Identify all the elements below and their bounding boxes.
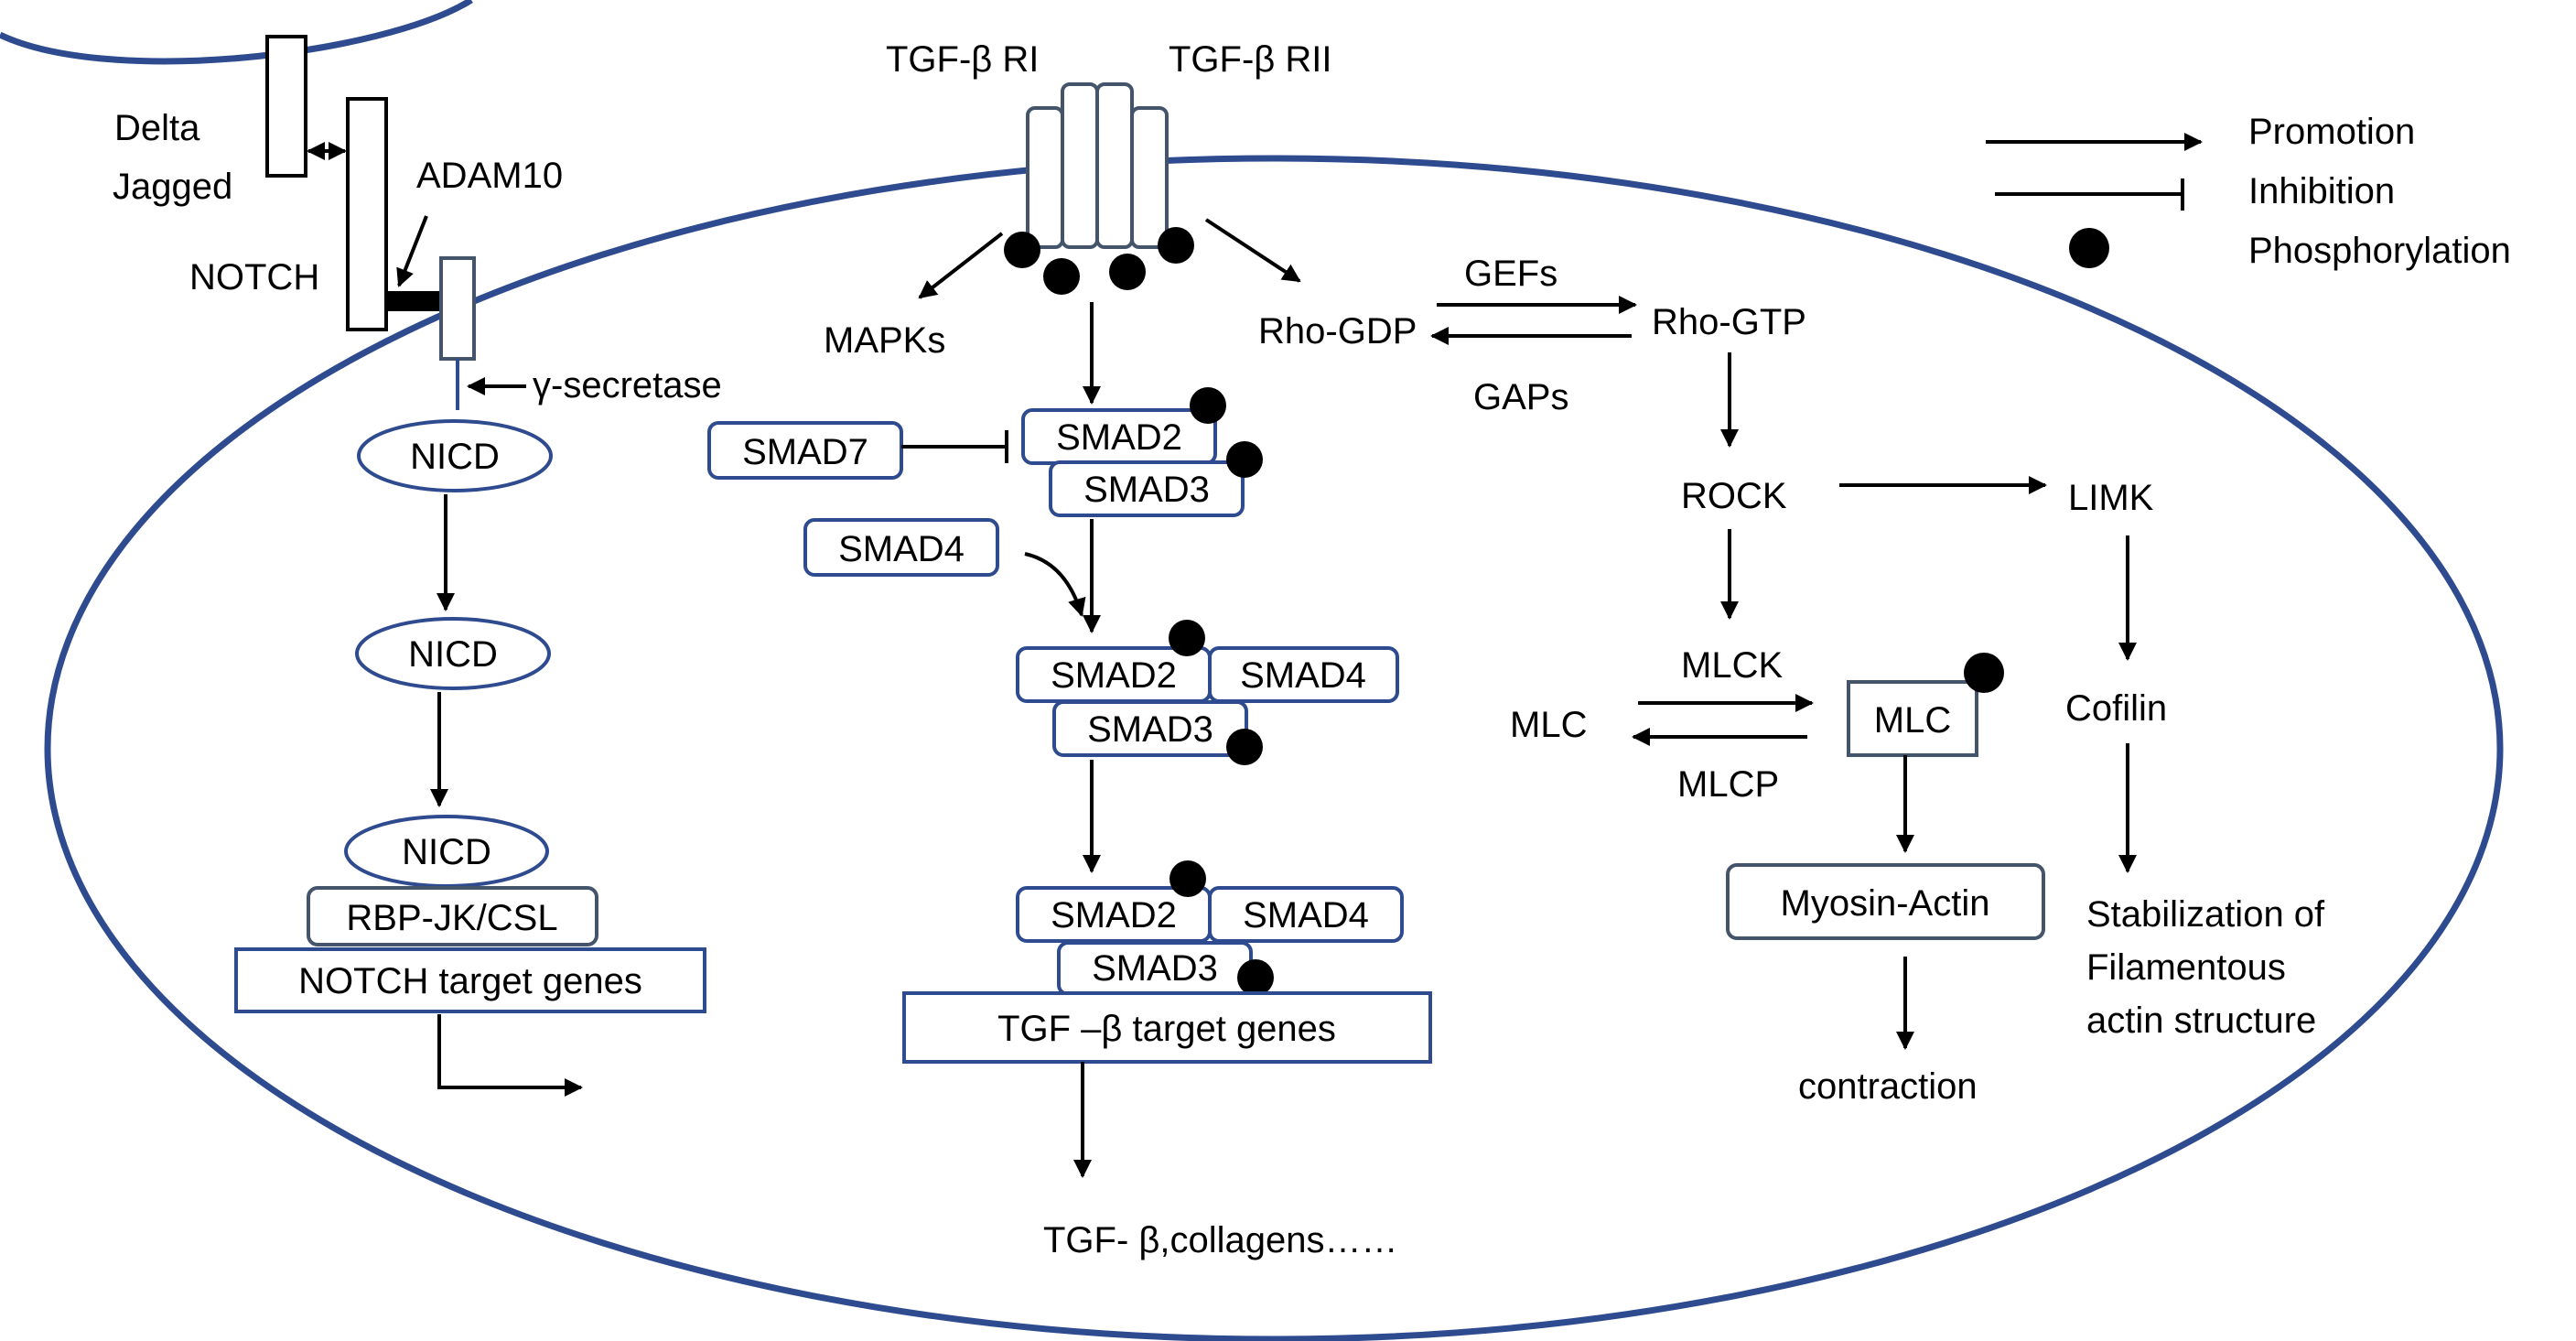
stabilization-label-1: Stabilization of (2086, 894, 2325, 935)
mlcp-label: MLCP (1677, 764, 1779, 805)
legend-phosphorylation-dot (2069, 228, 2109, 268)
legend-inhibition-label: Inhibition (2248, 171, 2395, 211)
legend-phosphorylation-label: Phosphorylation (2248, 231, 2511, 271)
jagged-label: Jagged (113, 167, 232, 207)
gamma-secretase-label: γ-secretase (533, 365, 722, 406)
rho-gdp-label: Rho-GDP (1258, 311, 1417, 351)
neighbor-cell-membrane (0, 0, 473, 65)
c3-smad3-label: SMAD3 (1092, 948, 1218, 989)
c3-smad2-phospho-dot (1169, 860, 1206, 897)
tgf-receptor-bar-1 (1026, 106, 1064, 249)
notch-receptor (346, 97, 388, 331)
receptor-phospho-dot-3 (1109, 254, 1146, 290)
c1-smad2-label: SMAD2 (1056, 417, 1182, 458)
rho-gtp-label: Rho-GTP (1652, 302, 1806, 342)
c1-smad3-phospho-dot (1226, 441, 1263, 478)
c2-smad3-phospho-dot (1226, 729, 1263, 765)
tgf-rii-label: TGF-β RII (1169, 39, 1332, 80)
adam10-cleavage-bar (386, 291, 441, 311)
adam10-pointer (396, 215, 428, 287)
nicd-label-1: NICD (410, 437, 500, 477)
c2-smad2-label: SMAD2 (1051, 655, 1177, 696)
mlc-phospho-dot (1964, 653, 2004, 693)
c1-smad3-box (1049, 460, 1245, 517)
smad7-box (707, 421, 903, 480)
adam10-label: ADAM10 (416, 156, 563, 196)
stabilization-label-2: Filamentous (2086, 947, 2286, 988)
limk-label: LIMK (2068, 478, 2154, 518)
tgf-receptor-bar-4 (1130, 106, 1169, 249)
nicd-label-3: NICD (402, 832, 491, 872)
c2-smad4-label: SMAD4 (1240, 655, 1366, 696)
receptor-phospho-dot-4 (1158, 227, 1194, 264)
stabilization-label-3: actin structure (2086, 1000, 2316, 1041)
notch-target-genes-label: NOTCH target genes (298, 961, 642, 1001)
delta-label: Delta (114, 108, 200, 148)
rock-label: ROCK (1681, 476, 1787, 516)
rbp-box (307, 886, 598, 946)
cofilin-label: Cofilin (2065, 688, 2167, 729)
nicd-shape-1 (357, 419, 553, 492)
c2-smad3-label: SMAD3 (1087, 709, 1213, 750)
arrow-to-rho-gdp (1204, 218, 1301, 283)
mlck-label: MLCK (1681, 645, 1783, 686)
c3-smad2-label: SMAD2 (1051, 895, 1177, 935)
notch-cleaved-fragment (439, 256, 476, 361)
receptor-phospho-dot-2 (1043, 258, 1080, 295)
receptor-phospho-dot-1 (1004, 232, 1040, 268)
c3-smad3-phospho-dot (1237, 959, 1274, 996)
myosin-actin-box (1726, 863, 2045, 940)
notch-target-genes-box (234, 947, 706, 1013)
smad7-label: SMAD7 (742, 432, 868, 472)
smad4-free-box (803, 518, 999, 577)
smad4-join-arrow (1024, 552, 1086, 617)
myosin-actin-label: Myosin-Actin (1781, 883, 1990, 924)
nicd-label-2: NICD (408, 634, 498, 675)
rbp-label: RBP-JK/CSL (346, 898, 557, 938)
mlc-box (1847, 680, 1978, 757)
mlc-box-label: MLC (1874, 700, 1951, 741)
tgf-receptor-bar-3 (1095, 82, 1134, 249)
tgf-products-label: TGF- β,collagens…… (1043, 1220, 1398, 1260)
gefs-label: GEFs (1464, 254, 1557, 294)
c2-smad4-box (1208, 646, 1399, 703)
delta-jagged-ligand (265, 35, 307, 178)
notch-transcription-arrow (437, 1014, 583, 1097)
tgf-target-genes-box (902, 991, 1432, 1064)
c1-smad2-phospho-dot (1190, 387, 1226, 424)
contraction-label: contraction (1798, 1066, 1978, 1107)
smad4-free-label: SMAD4 (838, 529, 965, 569)
nicd-shape-2 (355, 617, 551, 690)
arrow-to-mapks (918, 232, 1004, 299)
c2-smad3-box (1052, 700, 1248, 757)
legend-promotion-label: Promotion (2248, 112, 2415, 152)
mapks-label: MAPKs (824, 320, 945, 361)
tgf-target-genes-label: TGF –β target genes (997, 1009, 1336, 1049)
c3-smad4-box (1208, 886, 1404, 943)
notch-label: NOTCH (189, 257, 319, 297)
c3-smad4-label: SMAD4 (1243, 895, 1369, 935)
c1-smad3-label: SMAD3 (1083, 470, 1210, 510)
mlc-free-label: MLC (1510, 705, 1587, 745)
tgf-receptor-bar-2 (1061, 82, 1099, 249)
cell-membrane (44, 155, 2504, 1341)
c2-smad2-phospho-dot (1169, 620, 1205, 656)
gaps-label: GAPs (1473, 377, 1568, 417)
tgf-ri-label: TGF-β RI (886, 39, 1039, 80)
